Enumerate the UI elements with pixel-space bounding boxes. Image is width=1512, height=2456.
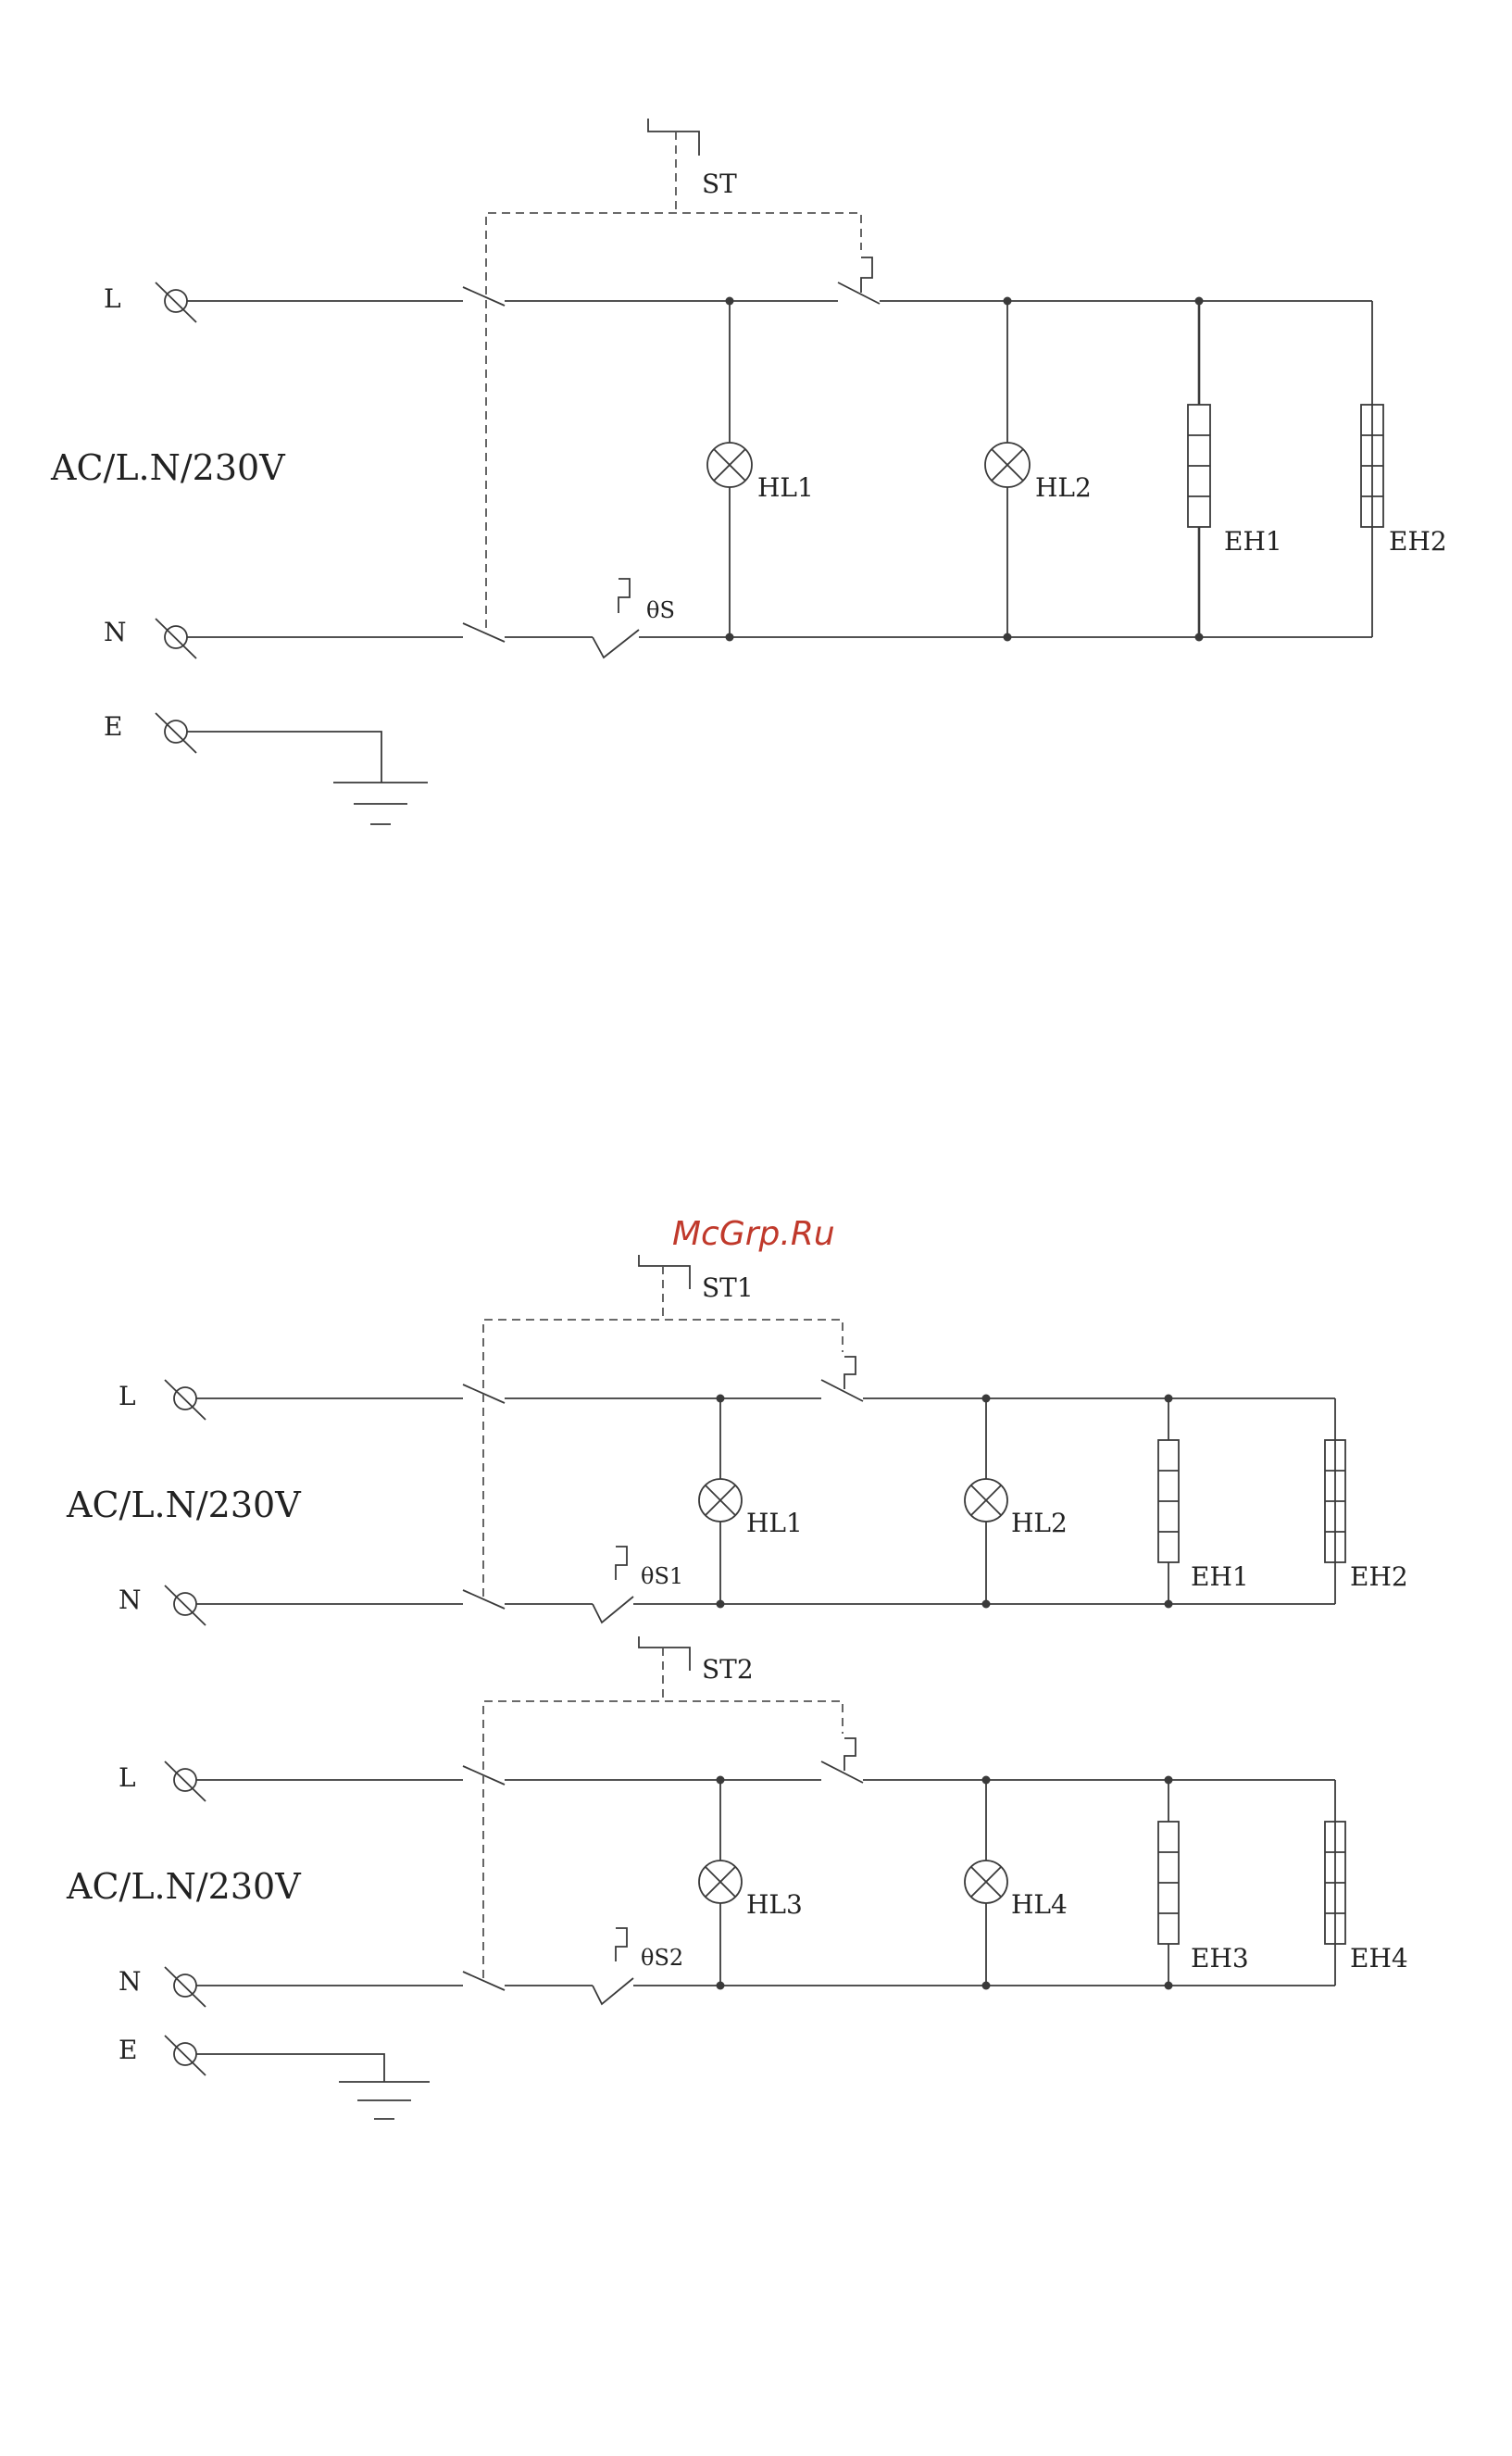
supply-label: AC/L.N/230V	[66, 1485, 301, 1525]
lamp-hl2	[985, 443, 1030, 487]
heater-eh1	[1188, 405, 1210, 527]
terminal-e-label: E	[119, 2035, 137, 2065]
heater-eh3-label: EH3	[1191, 1943, 1249, 1974]
thermostat-contact	[593, 630, 639, 658]
timer-contact	[821, 1761, 863, 1783]
timer-label: ST2	[702, 1654, 754, 1685]
lamp-hl2	[965, 1479, 1007, 1522]
lamp-hl4-label: HL4	[1011, 1889, 1068, 1920]
thermostat-label: θS2	[641, 1945, 683, 1971]
lamp-hl1	[707, 443, 752, 487]
timer-label: ST1	[702, 1272, 754, 1303]
terminal-e	[156, 713, 196, 753]
lamp-hl1-label: HL1	[746, 1508, 803, 1538]
terminal-e-label: E	[104, 711, 122, 742]
thermostat-label: θS1	[641, 1563, 683, 1589]
terminal-n	[165, 1585, 206, 1625]
timer-st	[648, 119, 699, 156]
terminal-e	[165, 2036, 206, 2075]
heater-eh4-label: EH4	[1350, 1943, 1408, 1974]
lamp-hl3-label: HL3	[746, 1889, 803, 1920]
heater-eh2-label: EH2	[1389, 526, 1447, 557]
terminal-n-label: N	[104, 617, 127, 647]
timer-st2	[639, 1636, 690, 1671]
thermostat-label: θS	[646, 597, 675, 623]
heater-eh3	[1158, 1822, 1179, 1944]
diagram-bottom-1: L N AC/L.N/230V θS1 ST1 HL1	[66, 1255, 1408, 1625]
lamp-hl1-label: HL1	[757, 472, 814, 503]
diagram-top: L N E AC/L.N/230V θS ST	[50, 119, 1447, 824]
heater-eh1	[1158, 1440, 1179, 1562]
lamp-hl1	[699, 1479, 742, 1522]
terminal-n	[165, 1967, 206, 2007]
lamp-hl2-label: HL2	[1035, 472, 1092, 503]
supply-label: AC/L.N/230V	[50, 447, 285, 488]
terminal-n-label: N	[119, 1966, 142, 1997]
terminal-l	[165, 1380, 206, 1420]
heater-eh2-label: EH2	[1350, 1561, 1408, 1592]
diagram-bottom-2: L N E AC/L.N/230V θS2 ST2	[66, 1636, 1408, 2119]
timer-contact	[821, 1380, 863, 1401]
terminal-l-label: L	[119, 1762, 136, 1793]
heater-eh1-label: EH1	[1191, 1561, 1249, 1592]
main-switch-l	[463, 287, 505, 306]
terminal-l	[156, 282, 196, 322]
terminal-n	[156, 619, 196, 658]
heater-eh1-label: EH1	[1224, 526, 1282, 557]
timer-contact	[838, 282, 880, 304]
terminal-l-label: L	[104, 283, 121, 314]
terminal-l	[165, 1761, 206, 1801]
thermostat-contact	[593, 1597, 633, 1623]
lamp-hl2-label: HL2	[1011, 1508, 1068, 1538]
timer-st1	[639, 1255, 690, 1289]
terminal-n-label: N	[119, 1585, 142, 1615]
lamp-hl3	[699, 1861, 742, 1903]
main-switch-n	[463, 623, 505, 642]
watermark: McGrp.Ru	[672, 1215, 835, 1253]
terminal-l-label: L	[119, 1381, 136, 1411]
lamp-hl4	[965, 1861, 1007, 1903]
thermostat-contact	[593, 1978, 633, 2004]
timer-label: ST	[702, 169, 737, 199]
supply-label: AC/L.N/230V	[66, 1866, 301, 1907]
